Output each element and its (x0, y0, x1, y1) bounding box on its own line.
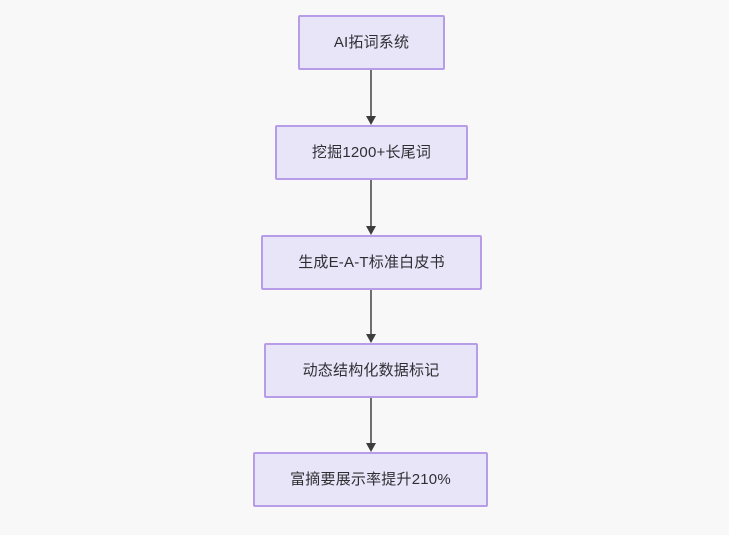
flow-node-rich-snippet-rate-increase[interactable]: 富摘要展示率提升210% (253, 452, 488, 507)
flow-node-mine-longtail-keywords[interactable]: 挖掘1200+长尾词 (275, 125, 468, 180)
edge-line (370, 398, 372, 444)
flow-node-label: 动态结构化数据标记 (302, 361, 440, 379)
arrowhead-icon (366, 334, 376, 343)
flow-node-label: AI拓词系统 (333, 33, 410, 51)
edge-line (370, 180, 372, 227)
edge-line (370, 70, 372, 117)
arrowhead-icon (366, 226, 376, 235)
flow-node-label: 挖掘1200+长尾词 (311, 143, 432, 161)
arrowhead-icon (366, 116, 376, 125)
edge-line (370, 289, 372, 335)
flow-node-label: 富摘要展示率提升210% (290, 470, 451, 488)
arrowhead-icon (366, 443, 376, 452)
flow-node-generate-eat-whitepaper[interactable]: 生成E-A-T标准白皮书 (261, 235, 482, 290)
flow-node-label: 生成E-A-T标准白皮书 (298, 253, 445, 271)
flow-node-dynamic-structured-data-markup[interactable]: 动态结构化数据标记 (264, 343, 478, 398)
flow-node-ai-keyword-system[interactable]: AI拓词系统 (298, 15, 445, 70)
